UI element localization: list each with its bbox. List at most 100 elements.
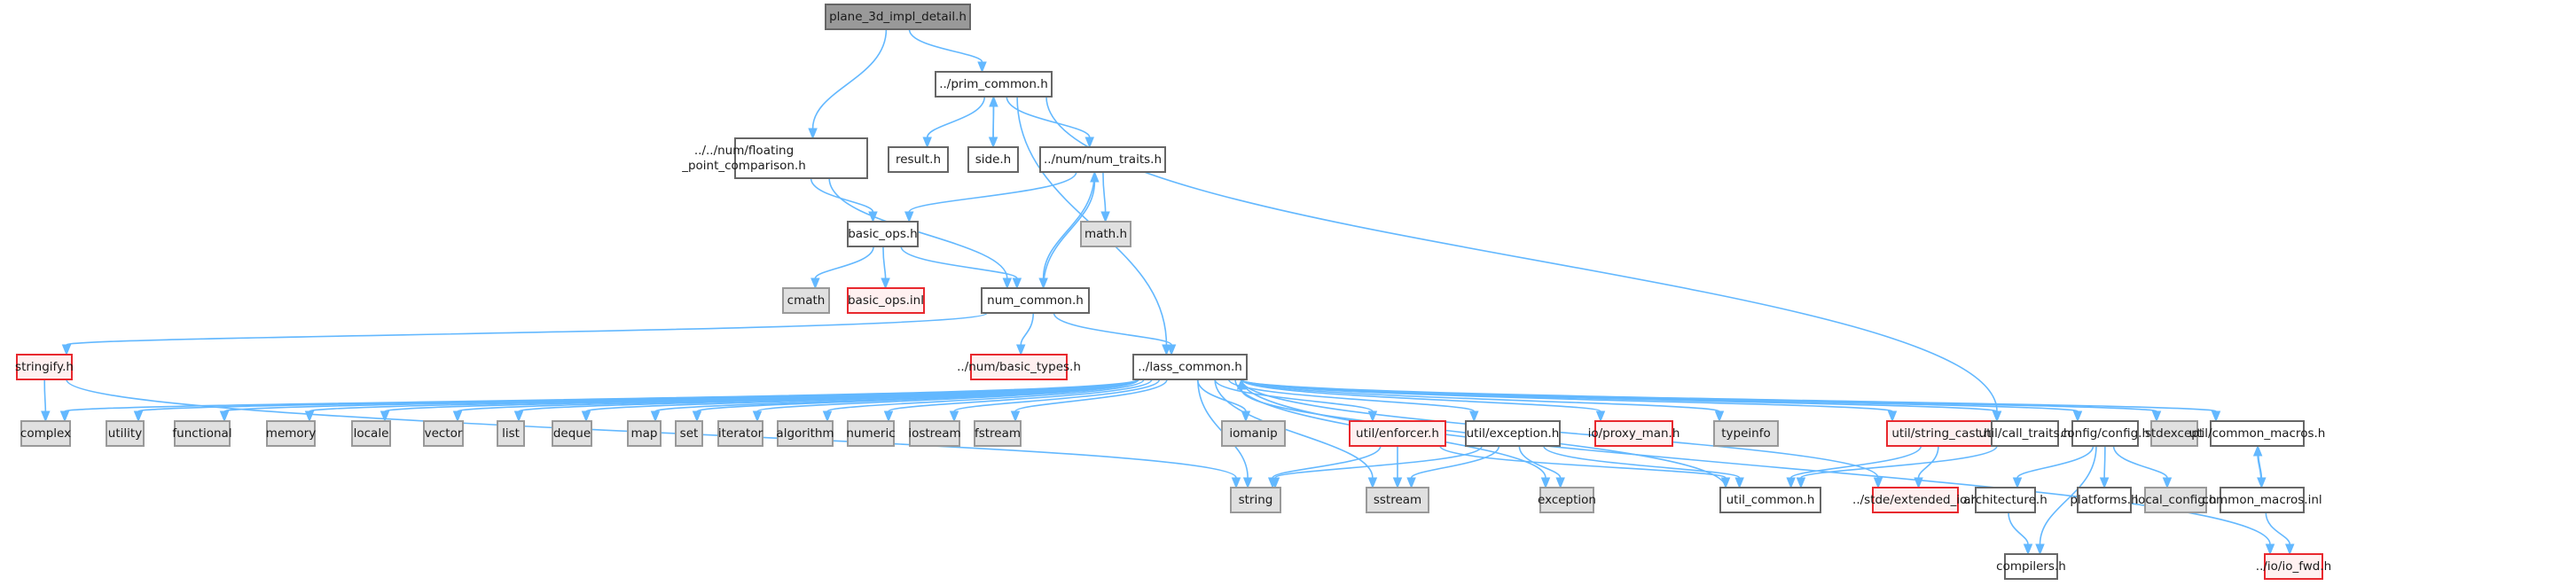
arrowhead-icon — [1914, 477, 1923, 489]
edge-line — [1789, 445, 1922, 479]
node-label: sstream — [1374, 493, 1421, 507]
node-fstream[interactable]: fstream — [974, 420, 1022, 447]
node-label: stringify.h — [15, 360, 74, 374]
node-stringify[interactable]: stringify.h — [15, 354, 74, 380]
node-basic-ops[interactable]: basic_ops.h — [847, 221, 919, 247]
edge-line — [1014, 379, 1168, 412]
node-sstream[interactable]: sstream — [1366, 487, 1429, 513]
edge-lass_common-to-typeinfo — [1241, 379, 1725, 423]
node-vector[interactable]: vector — [423, 420, 464, 447]
node-functional[interactable]: functional — [172, 420, 232, 447]
node-box — [2071, 420, 2139, 447]
node-util-common[interactable]: util_common.h — [1719, 487, 1821, 513]
node-box — [106, 420, 145, 447]
node-label: string — [1239, 493, 1273, 507]
edge-lass_common-to-io_fwd — [1241, 379, 2275, 556]
arrowhead-icon — [989, 95, 998, 107]
node-box — [734, 137, 868, 179]
node-iomanip[interactable]: iomanip — [1221, 420, 1286, 447]
node-label: compilers.h — [1996, 559, 2066, 574]
edge-line — [1241, 379, 1601, 412]
edge-prim_common-to-result — [922, 96, 986, 149]
node-math[interactable]: math.h — [1080, 221, 1131, 247]
node-typeinfo[interactable]: typeinfo — [1713, 420, 1779, 447]
node-iterator[interactable]: iterator — [717, 420, 763, 447]
node-root[interactable]: plane_3d_impl_detail.h — [825, 4, 971, 30]
node-platforms[interactable]: platforms.h — [2070, 487, 2139, 513]
arrowhead-icon — [2012, 477, 2023, 489]
edge-line — [1241, 379, 1720, 412]
node-label: math.h — [1084, 227, 1127, 241]
node-locale[interactable]: locale — [351, 420, 391, 447]
node-prim-common[interactable]: ../prim_common.h — [935, 71, 1053, 98]
node-box — [1349, 420, 1446, 447]
node-deque[interactable]: deque — [552, 420, 592, 447]
node-num-common[interactable]: num_common.h — [981, 287, 1090, 314]
node-io-fwd[interactable]: ../io/io_fwd.h — [2256, 553, 2331, 580]
node-side[interactable]: side.h — [967, 146, 1019, 173]
node-num-traits[interactable]: ../num/num_traits.h — [1039, 146, 1166, 173]
edge-line — [811, 28, 888, 129]
node-config[interactable]: config/config.h — [2061, 420, 2149, 447]
node-label: ../stde/extended_io.h — [1852, 493, 1978, 507]
node-complex[interactable]: complex — [20, 420, 71, 447]
node-label: ../prim_common.h — [939, 77, 1048, 91]
node-fpc[interactable]: ../../num/floating_point_comparison.h — [681, 137, 868, 179]
node-map[interactable]: map — [627, 420, 662, 447]
node-local-config[interactable]: local_config.h — [2134, 487, 2217, 513]
edge-stringify-to-complex — [41, 379, 51, 423]
edge-num_common-to-basic_types — [1015, 312, 1035, 356]
node-iostream[interactable]: iostream — [908, 420, 961, 447]
node-enforcer[interactable]: util/enforcer.h — [1349, 420, 1446, 447]
edge-line — [1102, 171, 1107, 213]
node-label: locale — [354, 426, 389, 441]
node-memory[interactable]: memory — [266, 420, 316, 447]
node-string-cast[interactable]: util/string_cast.h — [1886, 420, 1997, 447]
node-common-macros-inl[interactable]: common_macros.inl — [2202, 487, 2322, 513]
node-box — [266, 420, 316, 447]
edge-call_traits-to-util_common — [1796, 445, 1998, 489]
node-list[interactable]: list — [497, 420, 525, 447]
node-stdexcept[interactable]: stdexcept — [2145, 420, 2204, 447]
node-basic-ops-inl[interactable]: basic_ops.inl — [847, 287, 925, 314]
edge-line — [1214, 379, 1374, 479]
node-label: stdexcept — [2145, 426, 2204, 441]
edge-basic_ops-to-cmath — [810, 246, 874, 290]
node-numeric[interactable]: numeric — [846, 420, 896, 447]
node-lass-common[interactable]: ../lass_common.h — [1132, 354, 1248, 380]
node-set[interactable]: set — [675, 420, 703, 447]
edge-line — [66, 312, 988, 346]
edge-line — [1020, 312, 1035, 346]
node-box — [351, 420, 391, 447]
arrowhead-icon — [1270, 477, 1280, 489]
edge-line — [1241, 379, 2271, 545]
node-label: util/call_traits.h — [1979, 426, 2071, 441]
node-common-macros[interactable]: util/common_macros.h — [2189, 420, 2326, 447]
node-box — [2220, 487, 2305, 513]
node-string[interactable]: string — [1230, 487, 1281, 513]
edge-common_macros_inl-to-common_macros — [2252, 444, 2263, 488]
node-architecture[interactable]: architecture.h — [1963, 487, 2047, 513]
node-call-traits[interactable]: util/call_traits.h — [1979, 420, 2071, 447]
node-basic-types[interactable]: ../num/basic_types.h — [957, 354, 1081, 380]
node-proxy-man[interactable]: io/proxy_man.h — [1588, 420, 1680, 447]
node-exception-h[interactable]: util/exception.h — [1465, 420, 1561, 447]
edge-line — [1410, 445, 1500, 479]
node-box — [847, 420, 895, 447]
node-extended-io[interactable]: ../stde/extended_io.h — [1852, 487, 1978, 513]
edge-num_traits-to-math — [1100, 171, 1110, 223]
edge-basic_ops-to-num_common — [900, 246, 1022, 290]
node-label: config/config.h — [2061, 426, 2149, 441]
node-box — [974, 420, 1022, 447]
node-cmath[interactable]: cmath — [782, 287, 830, 314]
node-utility[interactable]: utility — [106, 420, 145, 447]
node-compilers[interactable]: compilers.h — [1996, 553, 2066, 580]
node-algorithm[interactable]: algorithm — [776, 420, 834, 447]
node-box — [1080, 221, 1131, 247]
node-exception[interactable]: exception — [1538, 487, 1596, 513]
node-box — [16, 354, 73, 380]
edge-line — [888, 379, 1153, 412]
node-result[interactable]: result.h — [888, 146, 949, 173]
arrowhead-icon — [219, 410, 230, 423]
node-box — [888, 146, 949, 173]
